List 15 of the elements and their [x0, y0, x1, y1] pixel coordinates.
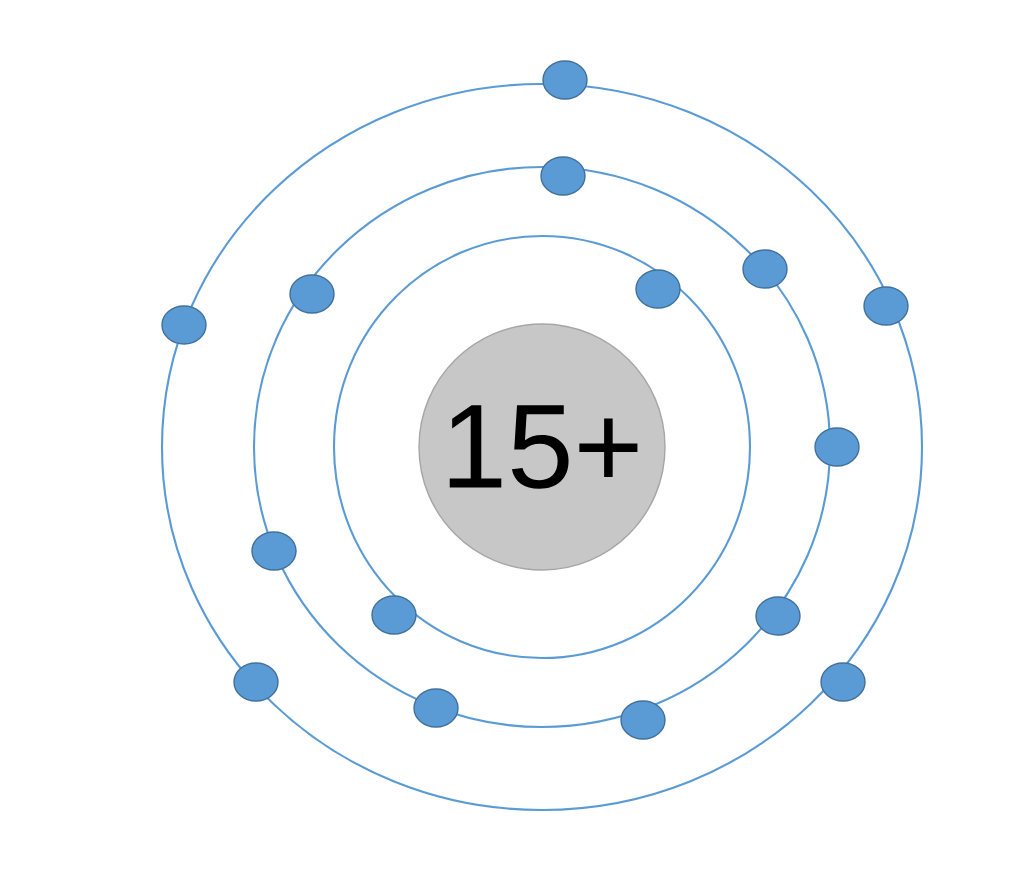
electron — [413, 688, 459, 728]
electron — [863, 286, 909, 326]
electron — [742, 249, 788, 289]
electron — [542, 60, 588, 100]
electron — [540, 156, 586, 196]
electron — [755, 596, 801, 636]
electron — [635, 269, 681, 309]
electron — [620, 700, 666, 740]
electron — [251, 531, 297, 571]
electron — [820, 662, 866, 702]
electron — [371, 595, 417, 635]
electron — [233, 662, 279, 702]
electron — [161, 305, 207, 345]
electron — [289, 274, 335, 314]
electron — [814, 427, 860, 467]
